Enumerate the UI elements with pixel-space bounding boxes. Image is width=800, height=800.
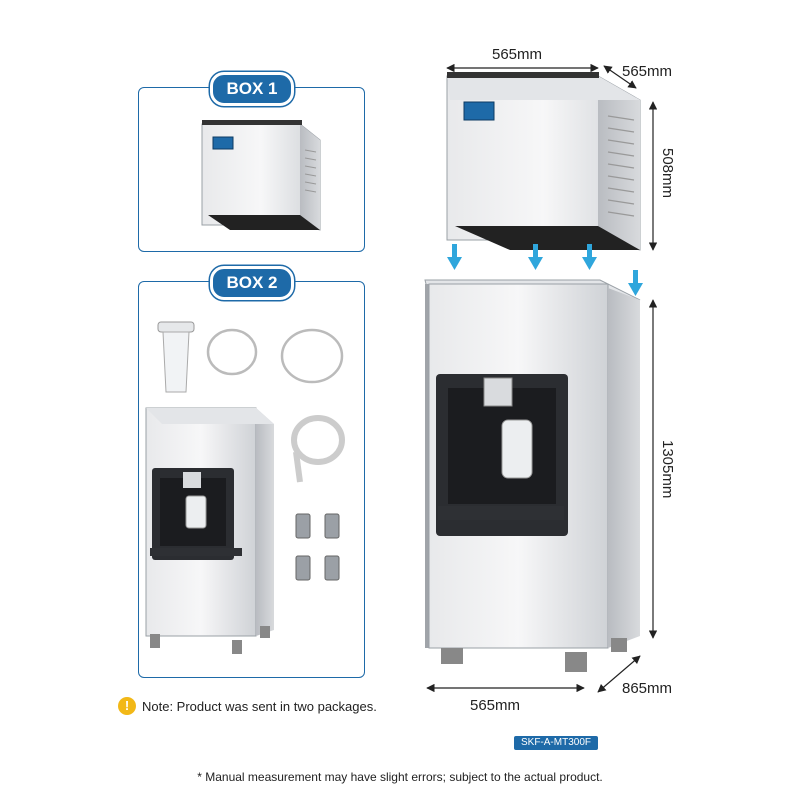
model-tag: SKF-A-MT300F: [514, 736, 598, 750]
box2-dispenser-base: [145, 407, 274, 654]
dim-base-width: 565mm: [470, 697, 521, 714]
assembly-arrows: [447, 244, 643, 296]
disclaimer: * Manual measurement may have slight err…: [197, 770, 603, 784]
dim-top-height: 508mm: [659, 148, 676, 199]
dim-top-width: 565mm: [492, 46, 543, 63]
box1-ice-maker-head: [201, 120, 321, 231]
box1-label: BOX 1: [210, 72, 294, 106]
box2-label: BOX 2: [210, 266, 294, 300]
dim-base-height: 1305mm: [659, 440, 676, 499]
box2-accessories: [157, 321, 345, 581]
main-dispenser-base: [424, 279, 641, 672]
dimension-lines: [426, 63, 658, 693]
dim-top-depth: 565mm: [622, 63, 673, 80]
dim-base-depth: 865mm: [622, 680, 673, 697]
package-note: ! Note: Product was sent in two packages…: [118, 697, 377, 715]
warning-icon: !: [118, 697, 136, 715]
main-ice-maker-head: [446, 72, 641, 251]
note-text: Note: Product was sent in two packages.: [142, 698, 377, 714]
